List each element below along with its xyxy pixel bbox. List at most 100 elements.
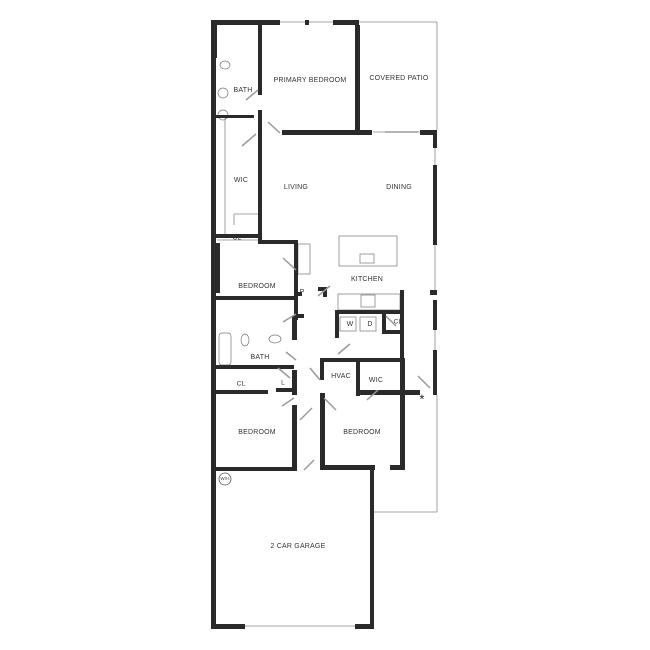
entry-marker-icon: * <box>419 391 424 406</box>
door-swing <box>241 133 257 147</box>
wall <box>320 358 324 380</box>
door-swing <box>245 89 259 101</box>
wall <box>294 240 298 320</box>
wall <box>216 365 294 369</box>
door-swing <box>277 367 291 379</box>
wall <box>216 390 268 394</box>
kitchen-counter <box>337 293 401 311</box>
door-swing <box>309 367 321 381</box>
door-swing <box>282 257 297 271</box>
room-label-closet: CL <box>394 319 403 326</box>
wall <box>282 130 372 135</box>
wall <box>258 110 262 136</box>
room-label-bath: BATH <box>251 354 270 361</box>
door-swing <box>303 459 315 471</box>
wall <box>433 300 437 330</box>
room-label-closet: CL <box>233 235 242 242</box>
fixtures <box>217 60 401 366</box>
wall <box>335 310 339 338</box>
wall <box>276 388 296 392</box>
door-swing <box>417 375 431 389</box>
wall <box>370 470 374 628</box>
door-swing <box>323 397 337 411</box>
wall <box>292 405 297 468</box>
door-swing <box>285 351 297 361</box>
wall <box>382 310 386 332</box>
wall <box>400 290 404 362</box>
kitchen-island <box>338 235 398 267</box>
room-label-linen: L <box>281 380 285 387</box>
door-swing <box>385 315 397 327</box>
room-label-living: LIVING <box>284 184 308 191</box>
door-swing <box>366 389 379 401</box>
wall <box>320 358 402 362</box>
room-label-primary-bedroom: PRIMARY BEDROOM <box>274 77 347 84</box>
door-swing <box>282 313 297 323</box>
walls <box>211 20 437 629</box>
wall <box>355 25 360 135</box>
wall <box>335 310 403 314</box>
wall <box>216 296 296 300</box>
door-swings <box>241 89 431 471</box>
wall <box>258 240 298 244</box>
wall <box>333 20 359 25</box>
sink-icon <box>217 87 229 99</box>
wall <box>305 20 309 25</box>
water-heater-icon <box>218 472 232 486</box>
wall <box>292 316 297 340</box>
door-swing <box>317 285 331 297</box>
door-swing <box>299 407 313 421</box>
room-label-pantry: P <box>300 289 305 296</box>
room-label-dining: DINING <box>386 184 412 191</box>
toilet-icon <box>240 333 250 347</box>
wall <box>390 465 405 470</box>
wall <box>400 358 405 393</box>
dryer-icon <box>359 316 377 332</box>
washer-icon <box>339 316 357 332</box>
room-label-hvac: HVAC <box>331 373 351 380</box>
door-swing <box>281 397 295 407</box>
wall <box>355 624 374 629</box>
room-label-primary-bath: BATH <box>234 87 253 94</box>
wall <box>258 134 262 240</box>
room-label-water-heater: W/H <box>220 476 229 481</box>
wall <box>216 115 254 118</box>
wall <box>320 393 325 468</box>
room-label-kitchen: KITCHEN <box>351 276 383 283</box>
wall <box>356 358 360 396</box>
wall <box>433 130 437 148</box>
wall <box>211 20 217 58</box>
door-swing <box>337 343 351 355</box>
wall <box>292 370 297 395</box>
wall <box>430 290 437 295</box>
wall <box>216 234 260 238</box>
wall <box>323 287 327 297</box>
wall <box>211 624 245 629</box>
wall <box>320 465 375 470</box>
wall <box>420 130 437 135</box>
sink-icon <box>268 334 282 344</box>
room-label-bedroom: BEDROOM <box>343 429 381 436</box>
wall <box>382 330 402 334</box>
wall <box>433 165 437 245</box>
toilet-icon <box>219 60 231 70</box>
room-label-wic: WIC <box>369 377 383 384</box>
wall <box>360 390 420 395</box>
bathtub-icon <box>218 332 232 366</box>
door-swing <box>267 121 281 134</box>
kitchen-sink-icon <box>359 253 375 264</box>
room-label-washer: W <box>347 321 354 328</box>
room-label-covered-patio: COVERED PATIO <box>369 75 428 82</box>
room-label-bedroom: BEDROOM <box>238 429 276 436</box>
wall <box>294 314 304 318</box>
wall <box>256 20 280 25</box>
refrigerator-icon <box>297 243 311 275</box>
room-label-closet: CL <box>237 381 246 388</box>
wall <box>211 58 216 628</box>
wall <box>216 243 220 293</box>
wall <box>211 467 297 471</box>
wall <box>433 350 437 395</box>
wall <box>400 390 405 470</box>
wall <box>211 20 259 25</box>
